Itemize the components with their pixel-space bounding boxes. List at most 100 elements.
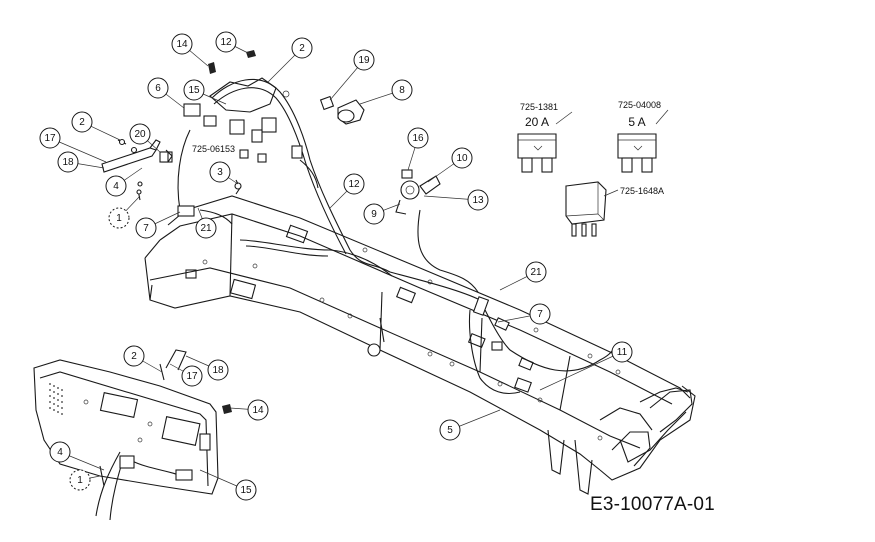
callout-13: 13	[467, 189, 489, 211]
callout-19: 19	[353, 49, 375, 71]
callout-label: 8	[399, 85, 405, 96]
callout-circle	[105, 175, 127, 197]
callout-2: 2	[71, 111, 93, 133]
callout-label: 9	[371, 209, 377, 220]
callout-circle	[181, 365, 203, 387]
callout-7: 7	[529, 303, 551, 325]
callout-label: 7	[537, 309, 543, 320]
callout-circle	[71, 111, 93, 133]
callout-circle	[207, 359, 229, 381]
part-number-leaders	[555, 109, 669, 197]
dash-panel	[33, 349, 232, 521]
fuse-5a-rating: 5 A	[628, 115, 645, 129]
part-number-fuse-5a: 725-04008	[618, 100, 661, 110]
callout-14: 14	[247, 399, 269, 421]
callout-circle	[123, 345, 145, 367]
callout-label: 20	[134, 129, 146, 140]
part-number-wire-harness: 725-06153	[192, 144, 235, 154]
callout-circle	[451, 147, 473, 169]
callout-4: 4	[105, 175, 127, 197]
callout-label: 6	[155, 83, 161, 94]
callout-label: 13	[472, 195, 484, 206]
callout-12: 12	[343, 173, 365, 195]
callout-circle	[611, 341, 633, 363]
callout-circle	[215, 31, 237, 53]
callout-label: 4	[113, 181, 119, 192]
callout-11: 11	[611, 341, 633, 363]
callout-label: 19	[358, 55, 370, 66]
callout-label: 21	[200, 223, 212, 234]
callout-2: 2	[123, 345, 145, 367]
callout-circle	[439, 419, 461, 441]
callout-9: 9	[363, 203, 385, 225]
callout-circle	[183, 79, 205, 101]
callout-circle	[529, 303, 551, 325]
callout-18: 18	[207, 359, 229, 381]
callout-15: 15	[183, 79, 205, 101]
callout-circle	[343, 173, 365, 195]
left-bracket-parts	[101, 138, 173, 201]
callout-label: 18	[212, 365, 224, 376]
callout-circle	[147, 77, 169, 99]
callout-circle	[291, 37, 313, 59]
callout-label: 16	[412, 133, 424, 144]
callout-circle	[129, 123, 151, 145]
callout-3: 3	[209, 161, 231, 183]
panel-vent	[49, 383, 63, 415]
callout-label: 14	[252, 405, 264, 416]
callout-6: 6	[147, 77, 169, 99]
relay	[565, 181, 607, 237]
callout-label: 1	[116, 213, 122, 224]
callout-circle	[525, 261, 547, 283]
callout-circle	[467, 189, 489, 211]
main-frame	[144, 195, 696, 495]
callout-label: 2	[131, 351, 137, 362]
dash-connectors	[161, 50, 303, 217]
callout-14: 14	[171, 33, 193, 55]
callout-18: 18	[57, 151, 79, 173]
callout-label: 18	[62, 157, 74, 168]
callout-label: 4	[57, 447, 63, 458]
callout-1: 1	[69, 469, 91, 491]
callout-circle	[171, 33, 193, 55]
callout-label: 17	[186, 371, 198, 382]
callout-12: 12	[215, 31, 237, 53]
callout-label: 21	[530, 267, 542, 278]
callout-15: 15	[235, 479, 257, 501]
switch-and-plunger	[319, 95, 365, 125]
callout-circle	[235, 479, 257, 501]
callout-17: 17	[39, 127, 61, 149]
callout-21: 21	[195, 217, 217, 239]
callout-circle	[57, 151, 79, 173]
fuse-20a-rating: 20 A	[525, 115, 549, 129]
callout-label: 11	[617, 347, 628, 358]
callout-circle	[39, 127, 61, 149]
part-number-fuse-20a: 725-1381	[520, 102, 558, 112]
callout-label: 1	[77, 475, 83, 486]
callout-circle	[195, 217, 217, 239]
callout-2: 2	[291, 37, 313, 59]
callout-label: 10	[456, 153, 468, 164]
callout-label: 5	[447, 425, 453, 436]
callout-label: 2	[299, 43, 305, 54]
callout-21: 21	[525, 261, 547, 283]
callout-label: 15	[188, 85, 200, 96]
callout-circle	[407, 127, 429, 149]
callout-label: 3	[217, 167, 223, 178]
callout-label: 15	[240, 485, 252, 496]
callout-5: 5	[439, 419, 461, 441]
callout-circle	[135, 217, 157, 239]
fuse-5a	[617, 133, 657, 173]
callout-20: 20	[129, 123, 151, 145]
callout-16: 16	[407, 127, 429, 149]
callout-circle	[247, 399, 269, 421]
callout-label: 12	[220, 37, 232, 48]
callout-4: 4	[49, 441, 71, 463]
callout-label: 12	[348, 179, 360, 190]
callout-label: 2	[79, 117, 85, 128]
drawing-id: E3-10077A-01	[590, 494, 715, 515]
callout-7: 7	[135, 217, 157, 239]
callout-circle	[69, 469, 91, 491]
callout-circle	[363, 203, 385, 225]
